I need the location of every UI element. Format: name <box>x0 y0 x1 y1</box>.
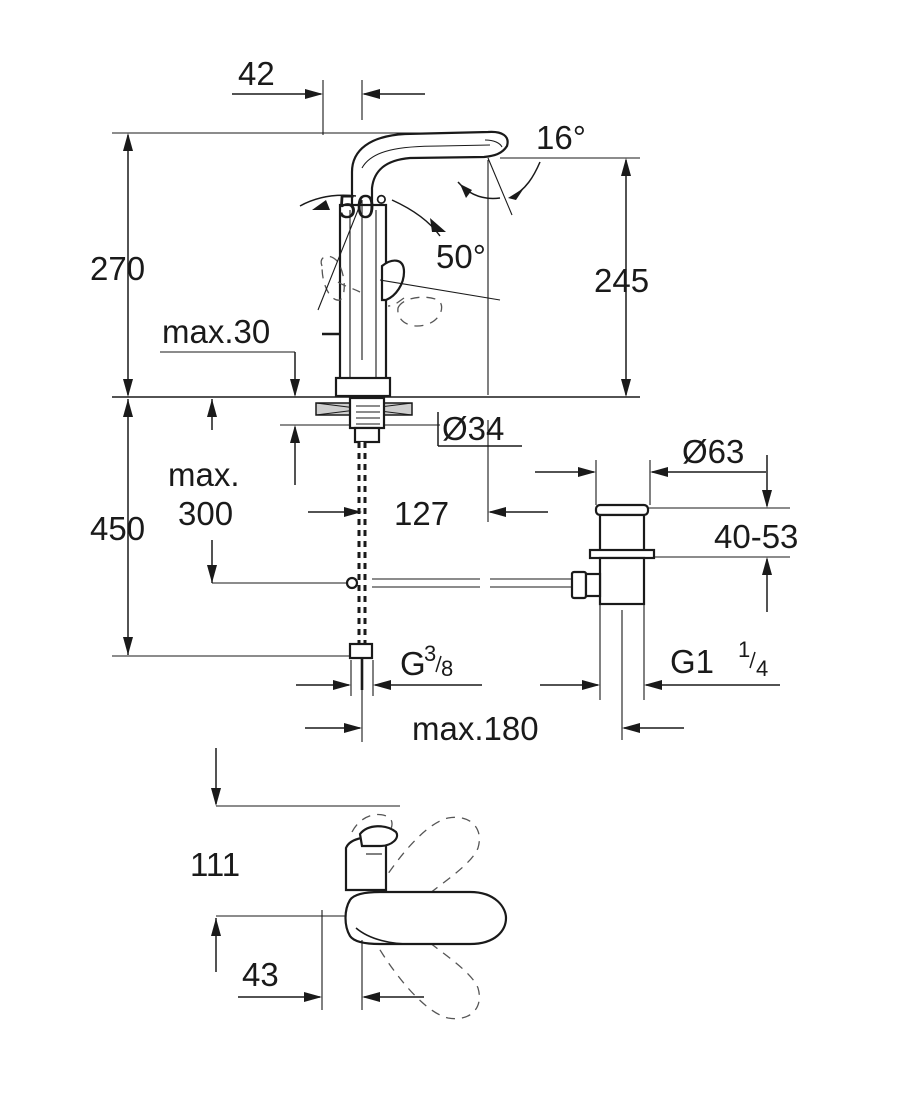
dimension-40-53-label: 40-53 <box>714 518 798 555</box>
dimension-d63-label: Ø63 <box>682 433 744 470</box>
thread-g114: G1 1 4 <box>540 637 780 690</box>
dimension-111-label: 111 <box>190 846 240 883</box>
popup-waste <box>570 503 656 740</box>
dimension-450-label: 450 <box>90 510 145 547</box>
drain-rod <box>212 576 575 590</box>
dimension-d34: Ø34 <box>280 410 522 447</box>
mounting-assembly <box>315 396 413 444</box>
faucet-side-view <box>317 130 513 398</box>
thread-g114-base: G1 <box>670 643 714 680</box>
dimension-max300: max. 300 <box>168 399 300 583</box>
dimension-43-label: 43 <box>242 956 279 993</box>
supply-hose <box>348 442 374 690</box>
max-word-label: max. <box>168 456 240 493</box>
thread-g38: G 3 8 <box>296 641 482 696</box>
dimension-max30: max.30 <box>160 313 300 397</box>
dimension-max300-label: 300 <box>178 495 233 532</box>
dimension-450: 450 <box>90 399 355 657</box>
dimension-40-53: 40-53 <box>648 455 798 612</box>
dimension-max30-label: max.30 <box>162 313 270 350</box>
angle-50-right: 50° <box>391 199 486 275</box>
dimension-d34-label: Ø34 <box>442 410 504 447</box>
faucet-plan-view <box>211 748 508 1020</box>
angle-50-left-label: 50° <box>338 188 388 225</box>
dimension-245-label: 245 <box>594 262 649 299</box>
dimension-42: 42 <box>232 55 425 135</box>
dimension-270-label: 270 <box>90 250 145 287</box>
dimension-43: 43 <box>238 956 424 1002</box>
thread-g114-denominator: 4 <box>756 656 768 681</box>
angle-50-left: 50° <box>299 188 388 225</box>
dimension-d63: Ø63 <box>535 433 766 505</box>
dimension-270: 270 <box>90 132 500 397</box>
thread-g38-base: G <box>400 645 426 682</box>
thread-g38-numerator: 3 <box>424 641 436 666</box>
thread-g114-numerator: 1 <box>738 637 750 662</box>
dimension-max180-label: max.180 <box>412 710 539 747</box>
dimension-127: 127 <box>308 420 548 532</box>
dimension-127-label: 127 <box>394 495 449 532</box>
angle-16-label: 16° <box>536 119 586 156</box>
dimension-42-label: 42 <box>238 55 275 92</box>
dimension-max180: max.180 <box>305 690 684 747</box>
thread-g38-denominator: 8 <box>441 656 453 681</box>
angle-50-right-label: 50° <box>436 238 486 275</box>
dimension-245: 245 <box>500 157 649 397</box>
angle-16: 16° <box>457 119 586 200</box>
